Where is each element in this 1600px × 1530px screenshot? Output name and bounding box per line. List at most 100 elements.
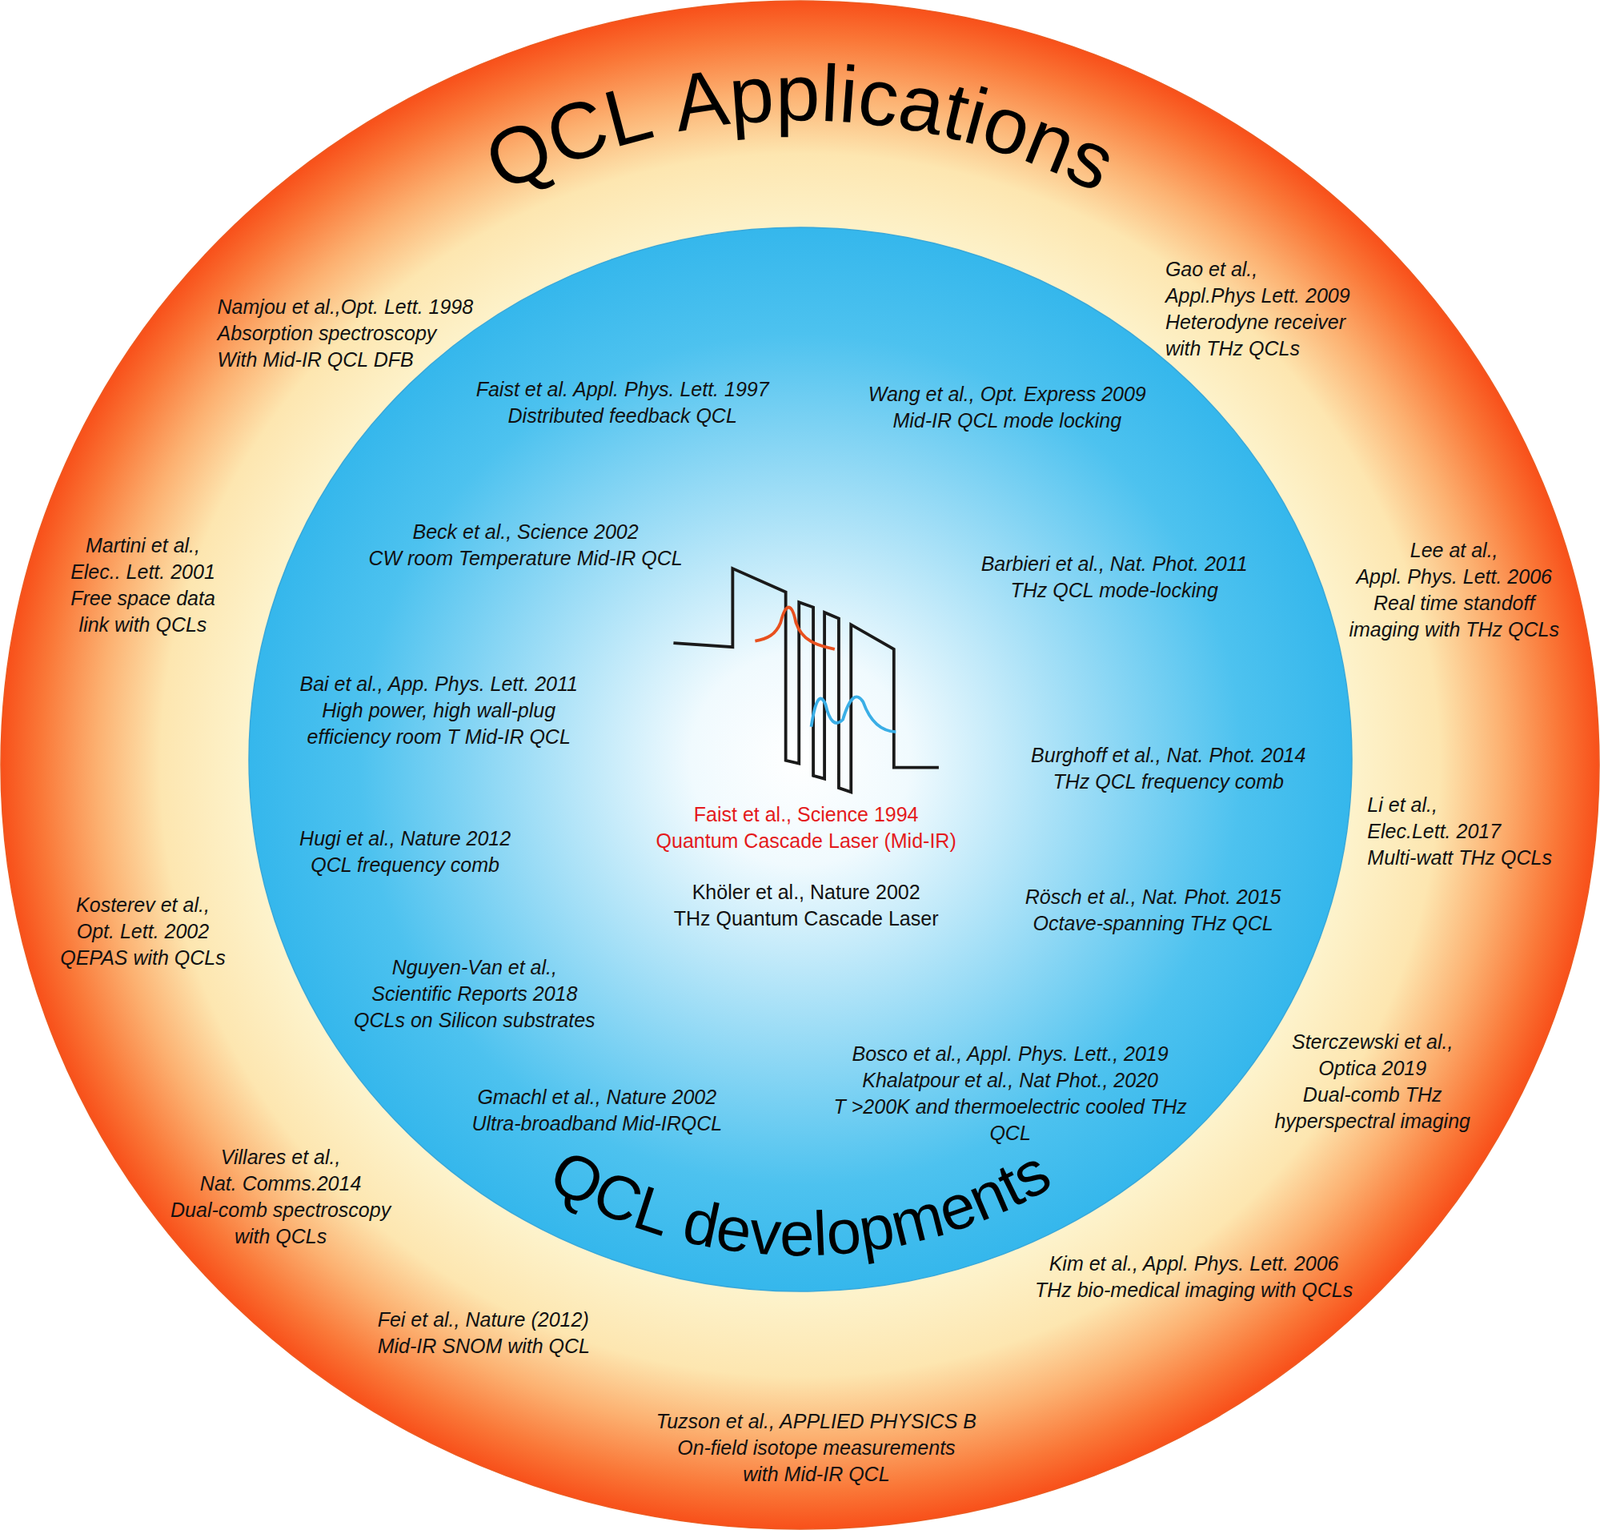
lower-wavefunction xyxy=(811,696,897,732)
note-line: Faist et al. Appl. Phys. Lett. 1997 xyxy=(476,376,770,403)
note-line: Tuzson et al., APPLIED PHYSICS B xyxy=(656,1407,977,1435)
reference-note: Kosterev et al., Opt. Lett. 2002 QEPAS w… xyxy=(60,891,226,971)
note-line: Hugi et al., Nature 2012 xyxy=(299,825,511,852)
note-line: imaging with THz QCLs xyxy=(1348,616,1560,643)
title-letter: p xyxy=(725,52,777,137)
note-line: Nguyen-Van et al., xyxy=(353,954,596,981)
reference-note: Fei et al., Nature (2012) Mid-IR SNOM wi… xyxy=(377,1306,590,1360)
note-line: Fei et al., Nature (2012) xyxy=(377,1306,590,1333)
title-letter: e xyxy=(778,1202,815,1265)
note-line: hyperspectral imaging xyxy=(1274,1107,1471,1135)
note-line: Optica 2019 xyxy=(1274,1054,1471,1082)
note-line: On-field isotope measurements xyxy=(656,1434,977,1461)
title-letter: p xyxy=(775,52,821,133)
reference-note: Gmachl et al., Nature 2002 Ultra-broadba… xyxy=(471,1083,722,1137)
note-line: Namjou et al.,Opt. Lett. 1998 xyxy=(217,293,474,321)
note-line: Distributed feedback QCL xyxy=(476,402,770,430)
conduction-band xyxy=(673,568,939,792)
reference-note: Barbieri et al., Nat. Phot. 2011 THz QCL… xyxy=(981,550,1248,604)
note-line: T >200K and thermoelectric cooled THz xyxy=(834,1093,1187,1120)
reference-note: Beck et al., Science 2002 CW room Temper… xyxy=(368,518,682,572)
note-line: Khöler et al., Nature 2002 xyxy=(673,878,939,906)
note-line: Barbieri et al., Nat. Phot. 2011 xyxy=(981,550,1248,578)
reference-note: Faist et al. Appl. Phys. Lett. 1997 Dist… xyxy=(476,376,770,430)
note-line: Free space data xyxy=(70,585,216,612)
title-letter: v xyxy=(747,1199,784,1265)
note-line: Elec.. Lett. 2001 xyxy=(70,558,216,586)
note-line: Khalatpour et al., Nat Phot., 2020 xyxy=(834,1066,1187,1094)
note-line: Mid-IR SNOM with QCL xyxy=(377,1332,590,1360)
circle-fill xyxy=(248,227,1352,1292)
note-line: Beck et al., Science 2002 xyxy=(368,518,682,546)
reference-note: Rösch et al., Nat. Phot. 2015 Octave-spa… xyxy=(1025,883,1282,937)
note-line: Dual-comb THz xyxy=(1274,1081,1471,1108)
reference-note: Kim et al., Appl. Phys. Lett. 2006 THz b… xyxy=(1034,1250,1353,1304)
note-line: Burghoff et al., Nat. Phot. 2014 xyxy=(1030,741,1306,769)
reference-note: Khöler et al., Nature 2002 THz Quantum C… xyxy=(673,878,939,932)
note-line: with Mid-IR QCL xyxy=(656,1460,977,1488)
note-line: QCL frequency comb xyxy=(299,851,511,879)
reference-note: Bosco et al., Appl. Phys. Lett., 2019 Kh… xyxy=(834,1040,1187,1147)
note-line: Opt. Lett. 2002 xyxy=(60,918,226,945)
note-line: THz bio-medical imaging with QCLs xyxy=(1034,1276,1353,1304)
title-letter: A xyxy=(668,56,734,144)
note-line: Sterczewski et al., xyxy=(1274,1028,1471,1055)
note-line: CW room Temperature Mid-IR QCL xyxy=(368,545,682,572)
note-line: Real time standoff xyxy=(1348,589,1560,617)
note-line: Dual-comb spectroscopy xyxy=(170,1196,391,1224)
note-line: QEPAS with QCLs xyxy=(60,944,226,971)
note-line: link with QCLs xyxy=(70,611,216,638)
note-line: Li et al., xyxy=(1367,791,1552,819)
note-line: Elec.Lett. 2017 xyxy=(1367,818,1552,845)
note-line: Villares et al., xyxy=(170,1143,391,1171)
note-line: QCLs on Silicon substrates xyxy=(353,1006,596,1034)
reference-note: Lee at al., Appl. Phys. Lett. 2006 Real … xyxy=(1348,537,1560,643)
reference-note: Hugi et al., Nature 2012 QCL frequency c… xyxy=(299,825,511,879)
reference-note: Wang et al., Opt. Express 2009 Mid-IR QC… xyxy=(868,380,1147,434)
note-line: Kim et al., Appl. Phys. Lett. 2006 xyxy=(1034,1250,1353,1277)
note-line: High power, high wall-plug xyxy=(299,697,578,724)
note-line: Lee at al., xyxy=(1348,537,1560,564)
reference-note: Namjou et al.,Opt. Lett. 1998 Absorption… xyxy=(217,293,474,373)
note-line: Appl. Phys. Lett. 2006 xyxy=(1348,563,1560,590)
reference-note: Faist et al., Science 1994 Quantum Casca… xyxy=(656,801,957,855)
note-line: Rösch et al., Nat. Phot. 2015 xyxy=(1025,883,1282,911)
reference-note: Burghoff et al., Nat. Phot. 2014 THz QCL… xyxy=(1030,741,1306,795)
reference-note: Bai et al., App. Phys. Lett. 2011 High p… xyxy=(299,670,578,750)
note-line: Appl.Phys Lett. 2009 xyxy=(1165,282,1351,309)
note-line: Wang et al., Opt. Express 2009 xyxy=(868,380,1147,408)
reference-note: Villares et al., Nat. Comms.2014 Dual-co… xyxy=(170,1143,391,1250)
note-line: Multi-watt THz QCLs xyxy=(1367,844,1552,871)
note-line: Quantum Cascade Laser (Mid-IR) xyxy=(656,827,957,855)
reference-note: Tuzson et al., APPLIED PHYSICS B On-fiel… xyxy=(656,1407,977,1488)
note-line: Ultra-broadband Mid-IRQCL xyxy=(471,1110,722,1137)
note-line: with QCLs xyxy=(170,1223,391,1250)
reference-note: Gao et al., Appl.Phys Lett. 2009 Heterod… xyxy=(1165,256,1351,362)
note-line: Heterodyne receiver xyxy=(1165,308,1351,336)
note-line: Martini et al., xyxy=(70,532,216,559)
note-line: Gao et al., xyxy=(1165,256,1351,283)
note-line: THz QCL frequency comb xyxy=(1030,768,1306,795)
note-line: QCL xyxy=(834,1119,1187,1147)
reference-note: Martini et al., Elec.. Lett. 2001 Free s… xyxy=(70,532,216,638)
note-line: Mid-IR QCL mode locking xyxy=(868,407,1147,434)
note-line: with THz QCLs xyxy=(1165,335,1351,362)
upper-wavefunction xyxy=(754,607,835,650)
note-line: Nat. Comms.2014 xyxy=(170,1170,391,1197)
reference-note: Sterczewski et al., Optica 2019 Dual-com… xyxy=(1274,1028,1471,1135)
reference-note: Nguyen-Van et al., Scientific Reports 20… xyxy=(353,954,596,1034)
note-line: With Mid-IR QCL DFB xyxy=(217,346,474,373)
note-line: Octave-spanning THz QCL xyxy=(1025,910,1282,937)
note-line: Bai et al., App. Phys. Lett. 2011 xyxy=(299,670,578,698)
note-line: efficiency room T Mid-IR QCL xyxy=(299,723,578,750)
note-line: THz QCL mode-locking xyxy=(981,577,1248,604)
note-line: Faist et al., Science 1994 xyxy=(656,801,957,828)
note-line: Bosco et al., Appl. Phys. Lett., 2019 xyxy=(834,1040,1187,1067)
note-line: Scientific Reports 2018 xyxy=(353,980,596,1007)
note-line: Absorption spectroscopy xyxy=(217,320,474,347)
reference-note: Li et al., Elec.Lett. 2017 Multi-watt TH… xyxy=(1367,791,1552,871)
note-line: THz Quantum Cascade Laser xyxy=(673,905,939,932)
